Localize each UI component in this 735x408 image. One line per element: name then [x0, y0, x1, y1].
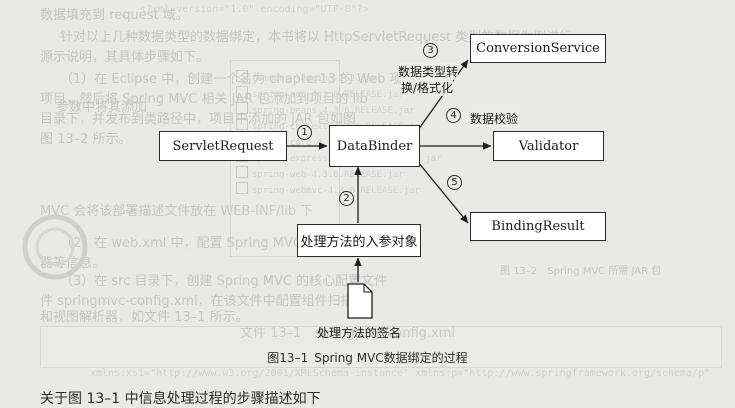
- figure-caption: 图13–1 Spring MVC数据绑定的过程: [0, 349, 735, 366]
- validator-label: Validator: [518, 138, 579, 154]
- bindingresult-node: BindingResult: [470, 212, 606, 241]
- figure-number: 图13–1: [267, 351, 309, 365]
- document-icon: [347, 283, 373, 319]
- param-object-label: 处理方法的入参对象: [300, 235, 418, 250]
- signature-label: 处理方法的签名: [317, 326, 402, 340]
- step-4-marker: 4: [446, 108, 461, 123]
- body-paragraph: 关于图 13–1 中信息处理过程的步骤描述如下: [40, 391, 321, 407]
- conversionservice-label: ConversionService: [476, 41, 600, 56]
- step-2-marker: 2: [339, 191, 354, 206]
- validator-node: Validator: [493, 131, 604, 161]
- param-object-node: 处理方法的入参对象: [297, 224, 421, 257]
- step-3-marker: 3: [423, 43, 438, 58]
- step-5-marker: 5: [447, 175, 462, 190]
- databinder-label: DataBinder: [336, 138, 413, 154]
- step-1-marker: 1: [297, 125, 312, 140]
- edge-databinder-to-bindingresult: [417, 161, 469, 224]
- servletrequest-label: ServletRequest: [172, 138, 274, 154]
- conversionservice-node: ConversionService: [470, 34, 606, 63]
- figure-title: Spring MVC数据绑定的过程: [314, 351, 468, 365]
- databinder-node: DataBinder: [329, 125, 420, 167]
- bindingresult-label: BindingResult: [491, 219, 585, 234]
- type-conversion-label-line1: 数据类型转: [398, 63, 459, 80]
- type-conversion-label-line2: 换/格式化: [401, 79, 454, 96]
- servletrequest-node: ServletRequest: [159, 131, 287, 161]
- validation-label: 数据校验: [470, 110, 519, 127]
